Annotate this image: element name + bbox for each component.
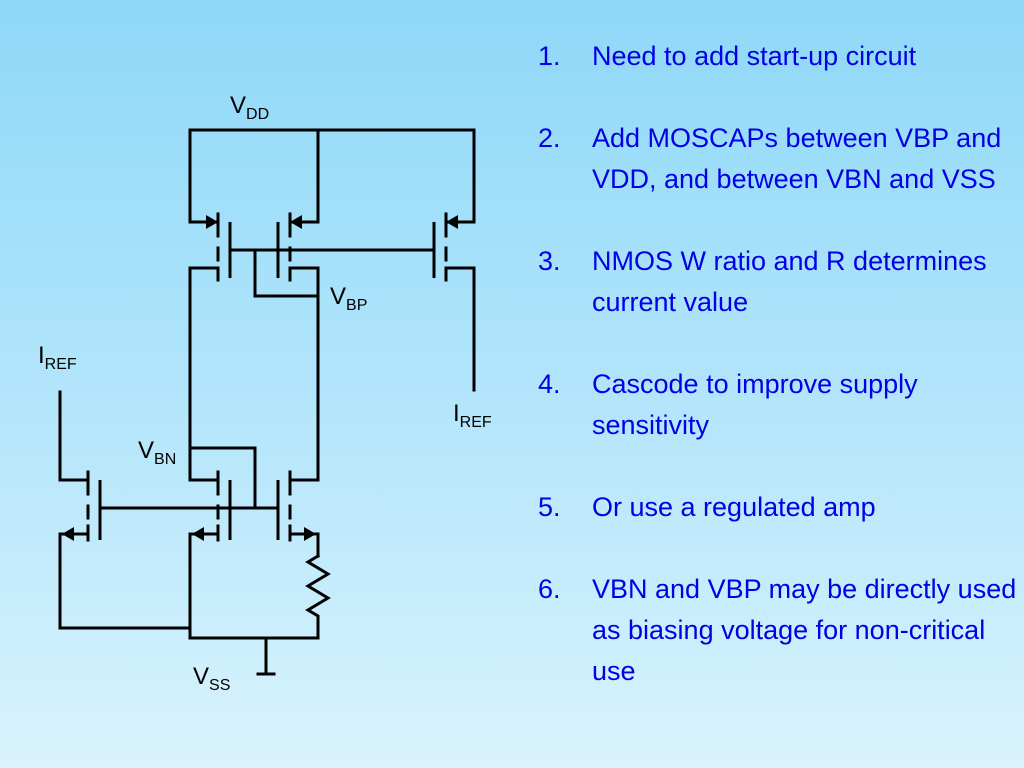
note-item: 4. Cascode to improve supply sensitivity [538, 364, 1018, 446]
iref-right-label: IREF [453, 400, 492, 431]
vbp-label: VBP [330, 283, 367, 314]
iref-left-label: IREF [38, 342, 77, 373]
note-item: 5. Or use a regulated amp [538, 487, 1018, 528]
vdd-rail [188, 128, 476, 224]
note-text: NMOS W ratio and R determines current va… [592, 246, 987, 317]
note-number: 2. [538, 123, 561, 153]
note-number: 4. [538, 369, 561, 399]
vbn-node [188, 446, 257, 510]
nmos-center [188, 446, 232, 630]
nmos-right [276, 470, 320, 558]
note-item: 2. Add MOSCAPs between VBP and VDD, and b… [538, 118, 1018, 200]
note-text: Add MOSCAPs between VBP and VDD, and bet… [592, 123, 1002, 194]
note-text: Cascode to improve supply sensitivity [592, 369, 918, 440]
vss-label: VSS [193, 663, 230, 694]
bias-circuit-schematic: VDD VBP IREF IREF VBN VSS [38, 92, 492, 694]
vbn-label: VBN [138, 437, 176, 468]
note-number: 6. [538, 574, 561, 604]
resistor [305, 553, 331, 630]
note-item: 1. Need to add start-up circuit [538, 36, 1018, 77]
vdd-label: VDD [230, 92, 269, 123]
note-text: VBN and VBP may be directly used as bias… [592, 574, 1017, 686]
vbp-node [228, 248, 436, 298]
vss-rail [188, 626, 320, 676]
design-notes-list: 1. Need to add start-up circuit 2. Add MOS… [538, 36, 1018, 692]
note-text: Or use a regulated amp [592, 492, 876, 522]
note-item: 3. NMOS W ratio and R determines current … [538, 241, 1018, 323]
nmos-left [58, 390, 192, 630]
pmos-left [188, 212, 232, 450]
pmos-right [276, 212, 320, 482]
note-text: Need to add start-up circuit [592, 41, 917, 71]
note-item: 6. VBN and VBP may be directly used as bi… [538, 569, 1018, 692]
note-number: 1. [538, 41, 561, 71]
note-number: 3. [538, 246, 561, 276]
pmos-output [432, 212, 476, 392]
note-number: 5. [538, 492, 561, 522]
